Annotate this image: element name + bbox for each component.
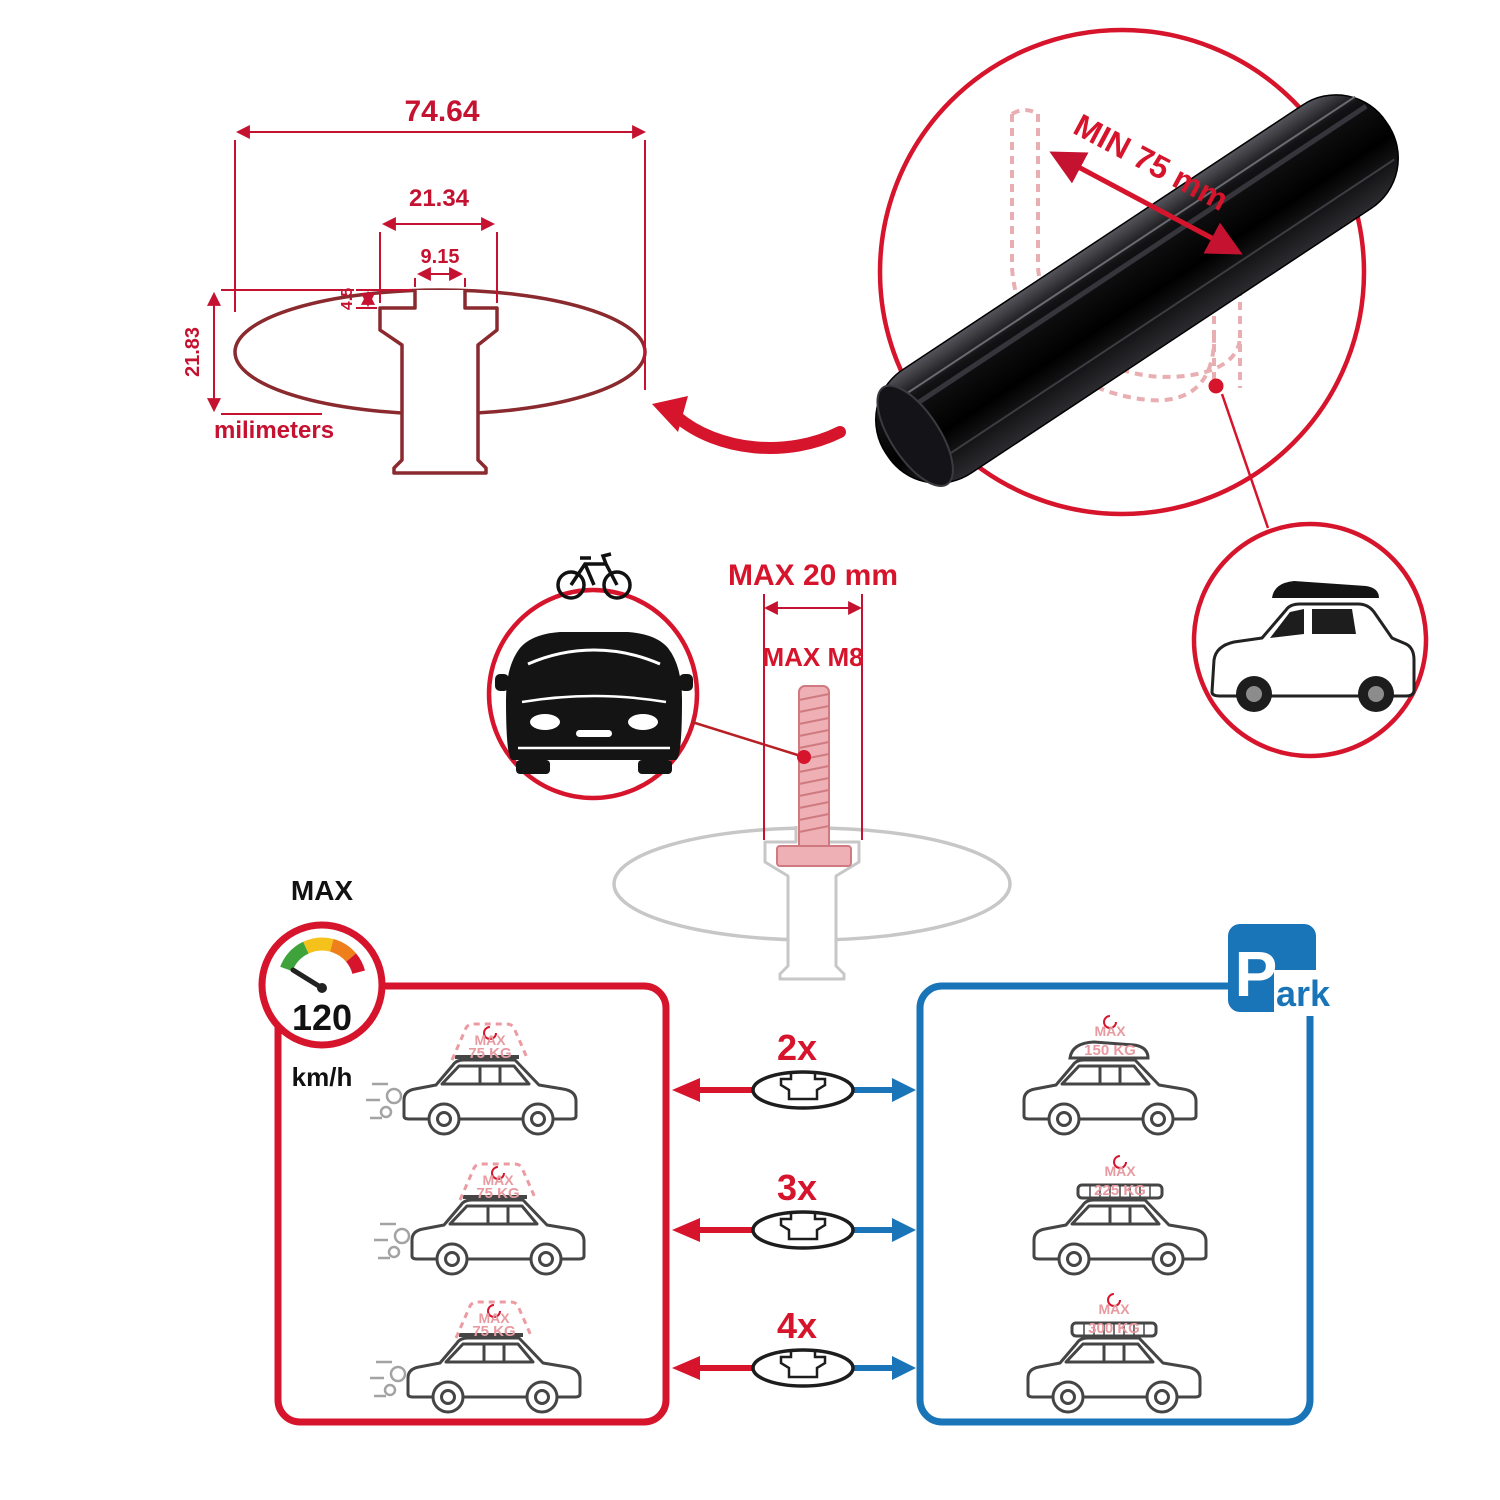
load-kg-label: 75 KG xyxy=(476,1185,519,1202)
right-car-1: MAX 150 KG xyxy=(1022,1015,1198,1136)
quantity-rows: 2x 3x 4x xyxy=(672,1027,916,1388)
load-kg-label: 300 KG xyxy=(1088,1320,1140,1337)
speed-limit-badge: MAX 120 km/h xyxy=(258,875,386,1092)
load-max-label: MAX xyxy=(482,1172,514,1188)
total-width-value: 74.64 xyxy=(404,95,479,128)
motion-swirls xyxy=(374,1222,411,1260)
headlight-right xyxy=(628,714,658,730)
t-bolt-icon xyxy=(776,685,852,867)
bike-icon xyxy=(556,552,632,600)
crossbar-section-icon xyxy=(751,1348,855,1388)
speed-max-label: MAX xyxy=(291,875,354,906)
left-car-3: MAX 75 KG xyxy=(370,1300,582,1414)
roof-basket-outline xyxy=(1076,1183,1164,1200)
profile-height-value: 21.83 xyxy=(182,327,204,377)
cargo-zone-dashed xyxy=(458,1162,538,1201)
load-icon xyxy=(1103,1015,1117,1029)
callout-dot xyxy=(1208,378,1224,394)
speed-value: 120 xyxy=(292,997,352,1038)
slot-width-value: 9.15 xyxy=(421,246,460,268)
min-span-arrow xyxy=(1049,151,1243,255)
load-kg-label: 75 KG xyxy=(472,1323,515,1340)
load-kg-label: 150 KG xyxy=(1084,1042,1136,1059)
right-car-2: MAX 225 KG xyxy=(1032,1155,1208,1276)
callout-line xyxy=(1220,393,1270,529)
roof-box-outline xyxy=(1068,1040,1150,1060)
load-icon xyxy=(491,1166,505,1180)
roof-box xyxy=(1272,581,1379,598)
lip-depth-value: 4.5 xyxy=(339,288,356,310)
t-slot-profile xyxy=(378,290,499,475)
gauge-arc xyxy=(280,937,365,975)
speed-unit: km/h xyxy=(292,1062,353,1092)
channel-width-value: 21.34 xyxy=(409,185,470,212)
bike-car-circle xyxy=(486,552,805,801)
profile-dimension-diagram: 74.64 21.34 9.15 4.5 21.83 milimeters xyxy=(182,95,846,475)
load-max-label: MAX xyxy=(1104,1163,1136,1179)
qty-label-1: 2x xyxy=(777,1027,817,1068)
load-max-label: MAX xyxy=(474,1032,506,1048)
dimension-lines xyxy=(207,125,647,415)
bolt-callout-dot xyxy=(797,750,811,764)
gauge-needle xyxy=(290,967,325,991)
cargo-zone-dashed xyxy=(454,1300,534,1339)
pointer-arrow-head xyxy=(652,396,688,432)
park-ark-letters: ark xyxy=(1276,973,1331,1014)
pointer-arrow-curve xyxy=(670,410,846,454)
suv-with-roofbox-icon xyxy=(1210,581,1416,712)
bolt-dimension-diagram: MAX 20 mm MAX M8 xyxy=(612,559,1012,981)
motion-swirls xyxy=(370,1360,407,1398)
park-sign: P ark xyxy=(1228,924,1331,1016)
cargo-zone-dashed xyxy=(450,1022,530,1061)
crossbar-section-icon xyxy=(751,1210,855,1250)
bolt-callout-line xyxy=(691,720,805,759)
qty-label-2: 3x xyxy=(777,1167,817,1208)
load-icon xyxy=(483,1026,497,1040)
units-label: milimeters xyxy=(214,417,334,444)
bolt-max-thread-label: MAX M8 xyxy=(762,642,863,672)
left-car-1: MAX 75 KG xyxy=(366,1022,578,1136)
left-car-2: MAX 75 KG xyxy=(374,1162,586,1276)
load-kg-label: 75 KG xyxy=(468,1045,511,1062)
bolt-max-width-label: MAX 20 mm xyxy=(728,559,898,592)
load-icon xyxy=(1113,1155,1127,1169)
park-p-letter: P xyxy=(1235,938,1278,1010)
load-max-label: MAX xyxy=(1094,1023,1126,1039)
roof-basket-outline xyxy=(1070,1321,1158,1338)
crossbar-detail-circle: MIN 75 mm xyxy=(875,27,1399,529)
load-kg-label: 225 KG xyxy=(1094,1182,1146,1199)
right-car-3: MAX 300 KG xyxy=(1026,1293,1202,1414)
crossbar-section-icon xyxy=(751,1070,855,1110)
roofbox-car-circle xyxy=(1191,521,1429,759)
load-max-label: MAX xyxy=(478,1310,510,1326)
car-front-icon xyxy=(495,632,693,774)
qty-label-3: 4x xyxy=(777,1305,817,1346)
load-icon xyxy=(487,1304,501,1318)
load-max-label: MAX xyxy=(1098,1301,1130,1317)
load-icon xyxy=(1107,1293,1121,1307)
headlight-left xyxy=(530,714,560,730)
motion-swirls xyxy=(366,1082,403,1120)
bolt-dimension-lines xyxy=(763,594,863,840)
